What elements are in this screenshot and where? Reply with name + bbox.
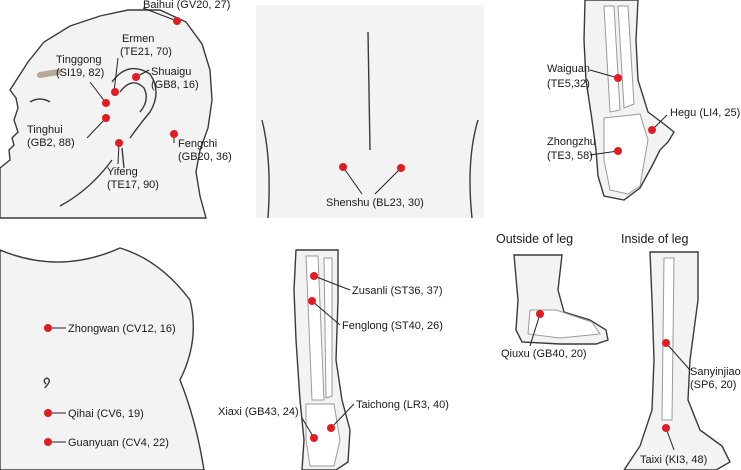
hand-panel <box>583 0 675 201</box>
point-tinghui[interactable] <box>102 114 110 122</box>
front-leg-panel <box>293 249 351 470</box>
acupoint-labels: Baihui (GV20, 27) Ermen (TE21, 70) Tingg… <box>27 0 741 466</box>
label-tinghui: Tinghui <box>27 124 63 136</box>
neck-line <box>121 147 125 169</box>
back-side-left <box>261 119 270 219</box>
label-qihai: Qihai (CV6, 19) <box>68 408 144 420</box>
label-hegu: Hegu (LI4, 25) <box>670 107 740 119</box>
forearm-bone-radius <box>603 5 621 113</box>
label-ermen: Ermen <box>122 33 154 45</box>
point-zusanli[interactable] <box>310 272 318 280</box>
hand-bones <box>603 113 649 195</box>
label-shenshu: Shenshu (BL23, 30) <box>326 197 424 209</box>
point-taichong[interactable] <box>327 424 335 432</box>
back-panel <box>256 5 484 219</box>
label-taixi: Taixi (KI3, 48) <box>640 454 707 466</box>
eyebrow <box>37 69 61 78</box>
inside-leg-bone <box>661 257 675 421</box>
label-fengchi-code: (GB20, 36) <box>178 151 232 163</box>
label-zusanli: Zusanli (ST36, 37) <box>352 285 442 297</box>
label-shuaigu-code: (GB8, 16) <box>151 79 199 91</box>
fibula-bone <box>323 257 333 399</box>
tibia-bone <box>305 255 325 401</box>
label-qiuxu: Qiuxu (GB40, 20) <box>501 348 587 360</box>
label-shuaigu: Shuaigu <box>151 66 191 78</box>
label-tinggong: Tinggong <box>56 54 101 66</box>
point-sanyinjiao[interactable] <box>662 339 670 347</box>
label-zhongzhu-code: (TE3, 58) <box>547 150 593 162</box>
point-qihai[interactable] <box>44 409 52 417</box>
point-zhongwan[interactable] <box>44 324 52 332</box>
point-zhongzhu[interactable] <box>614 147 622 155</box>
inside-leg-silhouette <box>623 251 731 470</box>
label-waiguan: Waiguan <box>547 63 590 75</box>
point-xiaxi[interactable] <box>310 434 318 442</box>
label-fenglong: Fenglong (ST40, 26) <box>342 320 443 332</box>
spine-line <box>367 31 371 151</box>
point-baihui[interactable] <box>173 17 181 25</box>
point-shenshu-right[interactable] <box>397 164 405 172</box>
point-shuaigu[interactable] <box>132 73 140 81</box>
outside-leg-panel: Outside of leg <box>496 232 609 345</box>
point-taixi[interactable] <box>662 424 670 432</box>
inside-leg-header: Inside of leg <box>621 232 688 246</box>
point-waiguan[interactable] <box>614 74 622 82</box>
acupoint-dots <box>44 17 670 446</box>
inside-leg-panel: Inside of leg <box>621 232 731 470</box>
outside-foot-bones <box>527 309 601 339</box>
label-baihui: Baihui (GV20, 27) <box>143 0 230 11</box>
label-sanyinjiao-code: (SP6, 20) <box>690 379 736 391</box>
label-tinghui-code: (GB2, 88) <box>27 137 75 149</box>
label-sanyinjiao: Sanyinjiao <box>690 366 741 378</box>
foot-bones <box>305 403 341 467</box>
point-tinggong[interactable] <box>102 99 110 107</box>
label-guanyuan: Guanyuan (CV4, 22) <box>68 437 169 449</box>
point-hegu[interactable] <box>648 126 656 134</box>
label-fengchi: Fengchi <box>178 138 217 150</box>
label-xiaxi: Xiaxi (GB43, 24) <box>218 406 299 418</box>
label-ermen-code: (TE21, 70) <box>120 46 172 58</box>
label-waiguan-code: (TE5,32) <box>547 78 590 90</box>
ear-outer <box>111 67 157 139</box>
label-zhongzhu: Zhongzhu <box>547 136 596 148</box>
outside-leg-header: Outside of leg <box>496 232 573 246</box>
point-ermen[interactable] <box>111 88 119 96</box>
back-side-right <box>469 119 479 219</box>
point-guanyuan[interactable] <box>44 438 52 446</box>
point-qiuxu[interactable] <box>536 310 544 318</box>
point-fenglong[interactable] <box>308 297 316 305</box>
ear-inner <box>119 82 147 113</box>
eye <box>29 98 51 103</box>
point-fengchi[interactable] <box>170 130 178 138</box>
point-shenshu-left[interactable] <box>339 163 347 171</box>
navel <box>43 377 50 389</box>
label-yifeng: Yifeng <box>107 166 138 178</box>
label-tinggong-code: (SI19, 82) <box>56 67 104 79</box>
jaw-line <box>59 159 113 207</box>
label-zhongwan: Zhongwan (CV12, 16) <box>68 323 176 335</box>
forearm-bone-ulna <box>617 5 635 109</box>
point-yifeng[interactable] <box>115 139 123 147</box>
label-yifeng-code: (TE17, 90) <box>107 179 159 191</box>
label-taichong: Taichong (LR3, 40) <box>356 399 449 411</box>
